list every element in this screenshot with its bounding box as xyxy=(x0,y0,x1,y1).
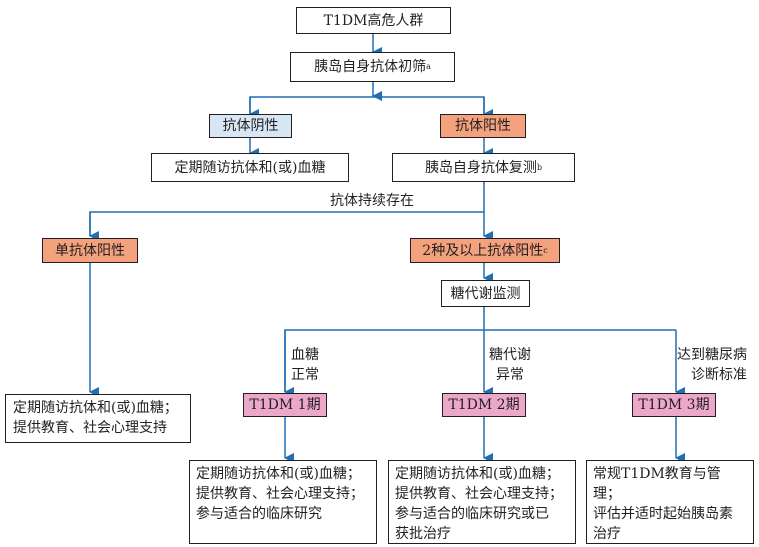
node-stage2: T1DM 2期 xyxy=(442,393,526,417)
node-stage2-action: 定期随访抗体和(或)血糖； 提供教育、社会心理支持； 参与适合的临床研究或已 获… xyxy=(388,460,576,544)
edge-label-persistent: 抗体持续存在 xyxy=(330,193,414,209)
node-single-followup: 定期随访抗体和(或)血糖； 提供教育、社会心理支持 xyxy=(5,394,191,443)
node-stage3-action: 常规T1DM教育与管理； 评估并适时起始胰岛素 治疗 xyxy=(586,460,754,544)
node-antibody-positive: 抗体阳性 xyxy=(440,114,526,138)
node-antibody-positive-label: 抗体阳性 xyxy=(455,118,511,134)
node-initial-screen-label: 胰岛自身抗体初筛 xyxy=(314,59,427,75)
node-high-risk: T1DM高危人群 xyxy=(296,7,451,34)
node-stage1: T1DM 1期 xyxy=(243,393,327,417)
edge-label-abnormal-metabolism: 糖代谢 异常 xyxy=(489,347,531,383)
node-glucose-monitor: 糖代谢监测 xyxy=(441,280,530,307)
node-negative-followup: 定期随访抗体和(或)血糖 xyxy=(151,153,349,182)
node-stage2-label: T1DM 2期 xyxy=(448,397,520,413)
node-multi-positive-label: 2种及以上抗体阳性 xyxy=(422,242,544,259)
node-glucose-monitor-label: 糖代谢监测 xyxy=(450,285,521,302)
node-stage1-action: 定期随访抗体和(或)血糖； 提供教育、社会心理支持； 参与适合的临床研究 xyxy=(189,460,377,544)
node-single-positive: 单抗体阳性 xyxy=(42,238,138,263)
node-retest-label: 胰岛自身抗体复测 xyxy=(424,159,537,176)
node-high-risk-label: T1DM高危人群 xyxy=(323,12,424,29)
node-antibody-negative-label: 抗体阴性 xyxy=(222,118,279,134)
node-antibody-negative: 抗体阴性 xyxy=(209,114,292,138)
edge-split-branches xyxy=(249,96,485,114)
edge-label-normal-glucose: 血糖 正常 xyxy=(291,347,319,383)
edge-label-diabetes-criteria: 达到糖尿病 诊断标准 xyxy=(677,347,747,383)
node-single-positive-label: 单抗体阳性 xyxy=(55,242,125,259)
node-stage3: T1DM 3期 xyxy=(632,393,716,417)
edge-retest-split xyxy=(89,182,485,236)
node-stage3-label: T1DM 3期 xyxy=(638,397,710,413)
node-negative-followup-label: 定期随访抗体和(或)血糖 xyxy=(174,159,326,176)
node-stage1-label: T1DM 1期 xyxy=(249,397,321,413)
